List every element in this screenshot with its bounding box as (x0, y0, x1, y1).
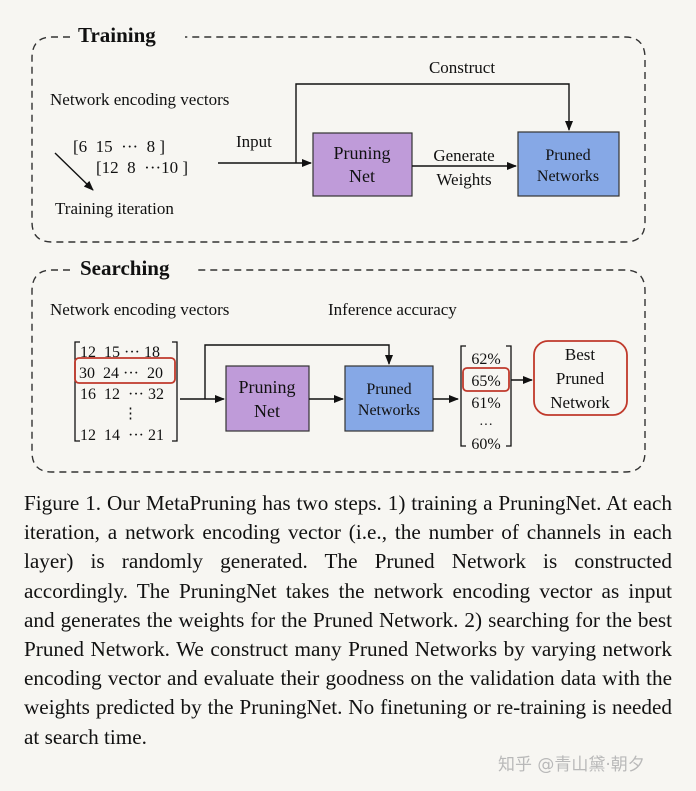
matrix-row: 12 14 ··· 21 (80, 427, 164, 444)
best-pruned-network-label-2: Pruned (556, 369, 605, 388)
accuracy-value: ··· (479, 418, 493, 433)
training-pruning-net-label-1: Pruning (333, 143, 390, 163)
searching-title: Searching (80, 256, 170, 280)
searching-pruning-net-box (225, 365, 310, 432)
accuracy-left-bracket (460, 345, 466, 447)
accuracy-value: 60% (471, 436, 500, 453)
inference-accuracy-label: Inference accuracy (328, 300, 457, 319)
best-pruned-network-box (533, 340, 628, 416)
training-title: Training (78, 23, 156, 47)
searching-pruned-networks-label-1: Pruned (366, 381, 411, 398)
watermark: 知乎 @青山黛·朝夕 (498, 755, 645, 775)
matrix-row: 12 15 ··· 18 (80, 344, 160, 361)
construct-arrow (295, 83, 573, 163)
figure-caption: Figure 1. Our MetaPruning has two steps.… (24, 491, 672, 749)
metapruning-diagram: Training Network encoding vectors [6 15 … (31, 23, 646, 473)
generate-weights-label-1: Generate (433, 146, 494, 165)
best-pruned-network-label-1: Best (565, 345, 596, 364)
training-iteration-label: Training iteration (55, 199, 174, 218)
matrix-row: 30 24 ··· 20 (79, 365, 163, 382)
generate-weights-label-2: Weights (436, 170, 491, 189)
construct-label: Construct (429, 58, 495, 77)
matrix-row: ⋮ (123, 406, 138, 422)
searching-encoding-label: Network encoding vectors (50, 300, 229, 319)
matrix-left-bracket (74, 341, 80, 442)
training-vector-row-1: [6 15 ··· 8 ] (73, 137, 165, 156)
training-pruned-networks-box (517, 131, 620, 197)
selected-vector-highlight (74, 357, 176, 384)
training-pruned-networks-label-1: Pruned (545, 147, 590, 164)
training-pruned-networks-label-2: Networks (537, 168, 599, 185)
searching-pruned-networks-label-2: Networks (358, 402, 420, 419)
input-label: Input (236, 132, 272, 151)
searching-pruned-networks-box (344, 365, 434, 432)
training-vector-row-2: [12 8 ···10 ] (96, 158, 188, 177)
best-pruned-network-label-3: Network (550, 393, 610, 412)
searching-panel-border (31, 269, 646, 473)
matrix-row: 16 12 ··· 32 (80, 386, 164, 403)
training-iteration-arrow (54, 152, 94, 191)
training-pruning-net-box (312, 132, 413, 197)
best-accuracy-highlight (462, 367, 510, 392)
matrix-to-pruned-networks-arrow (204, 344, 393, 399)
accuracy-right-bracket (506, 345, 512, 447)
accuracy-value: 61% (471, 395, 500, 412)
training-panel-border (31, 36, 646, 243)
matrix-right-bracket (172, 341, 178, 442)
training-encoding-label: Network encoding vectors (50, 90, 229, 109)
searching-pruning-net-label-1: Pruning (238, 377, 295, 397)
training-pruning-net-label-2: Net (349, 166, 375, 186)
accuracy-value: 62% (471, 351, 500, 368)
accuracy-value: 65% (471, 373, 500, 390)
searching-pruning-net-label-2: Net (254, 401, 280, 421)
